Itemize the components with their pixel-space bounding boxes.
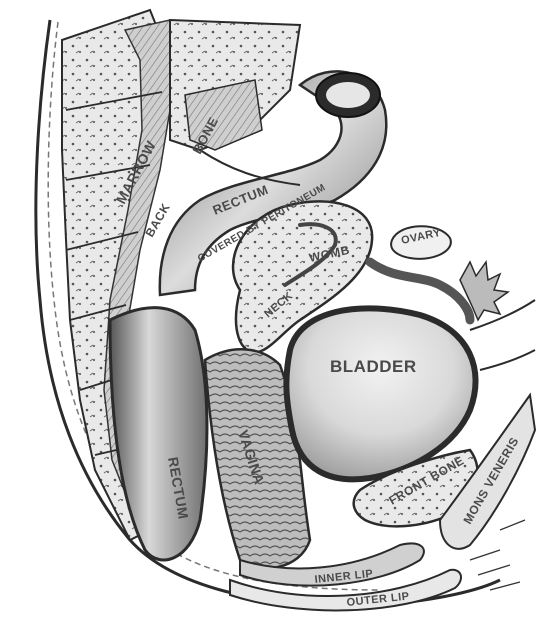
label-bladder: BLADDER — [330, 357, 417, 376]
